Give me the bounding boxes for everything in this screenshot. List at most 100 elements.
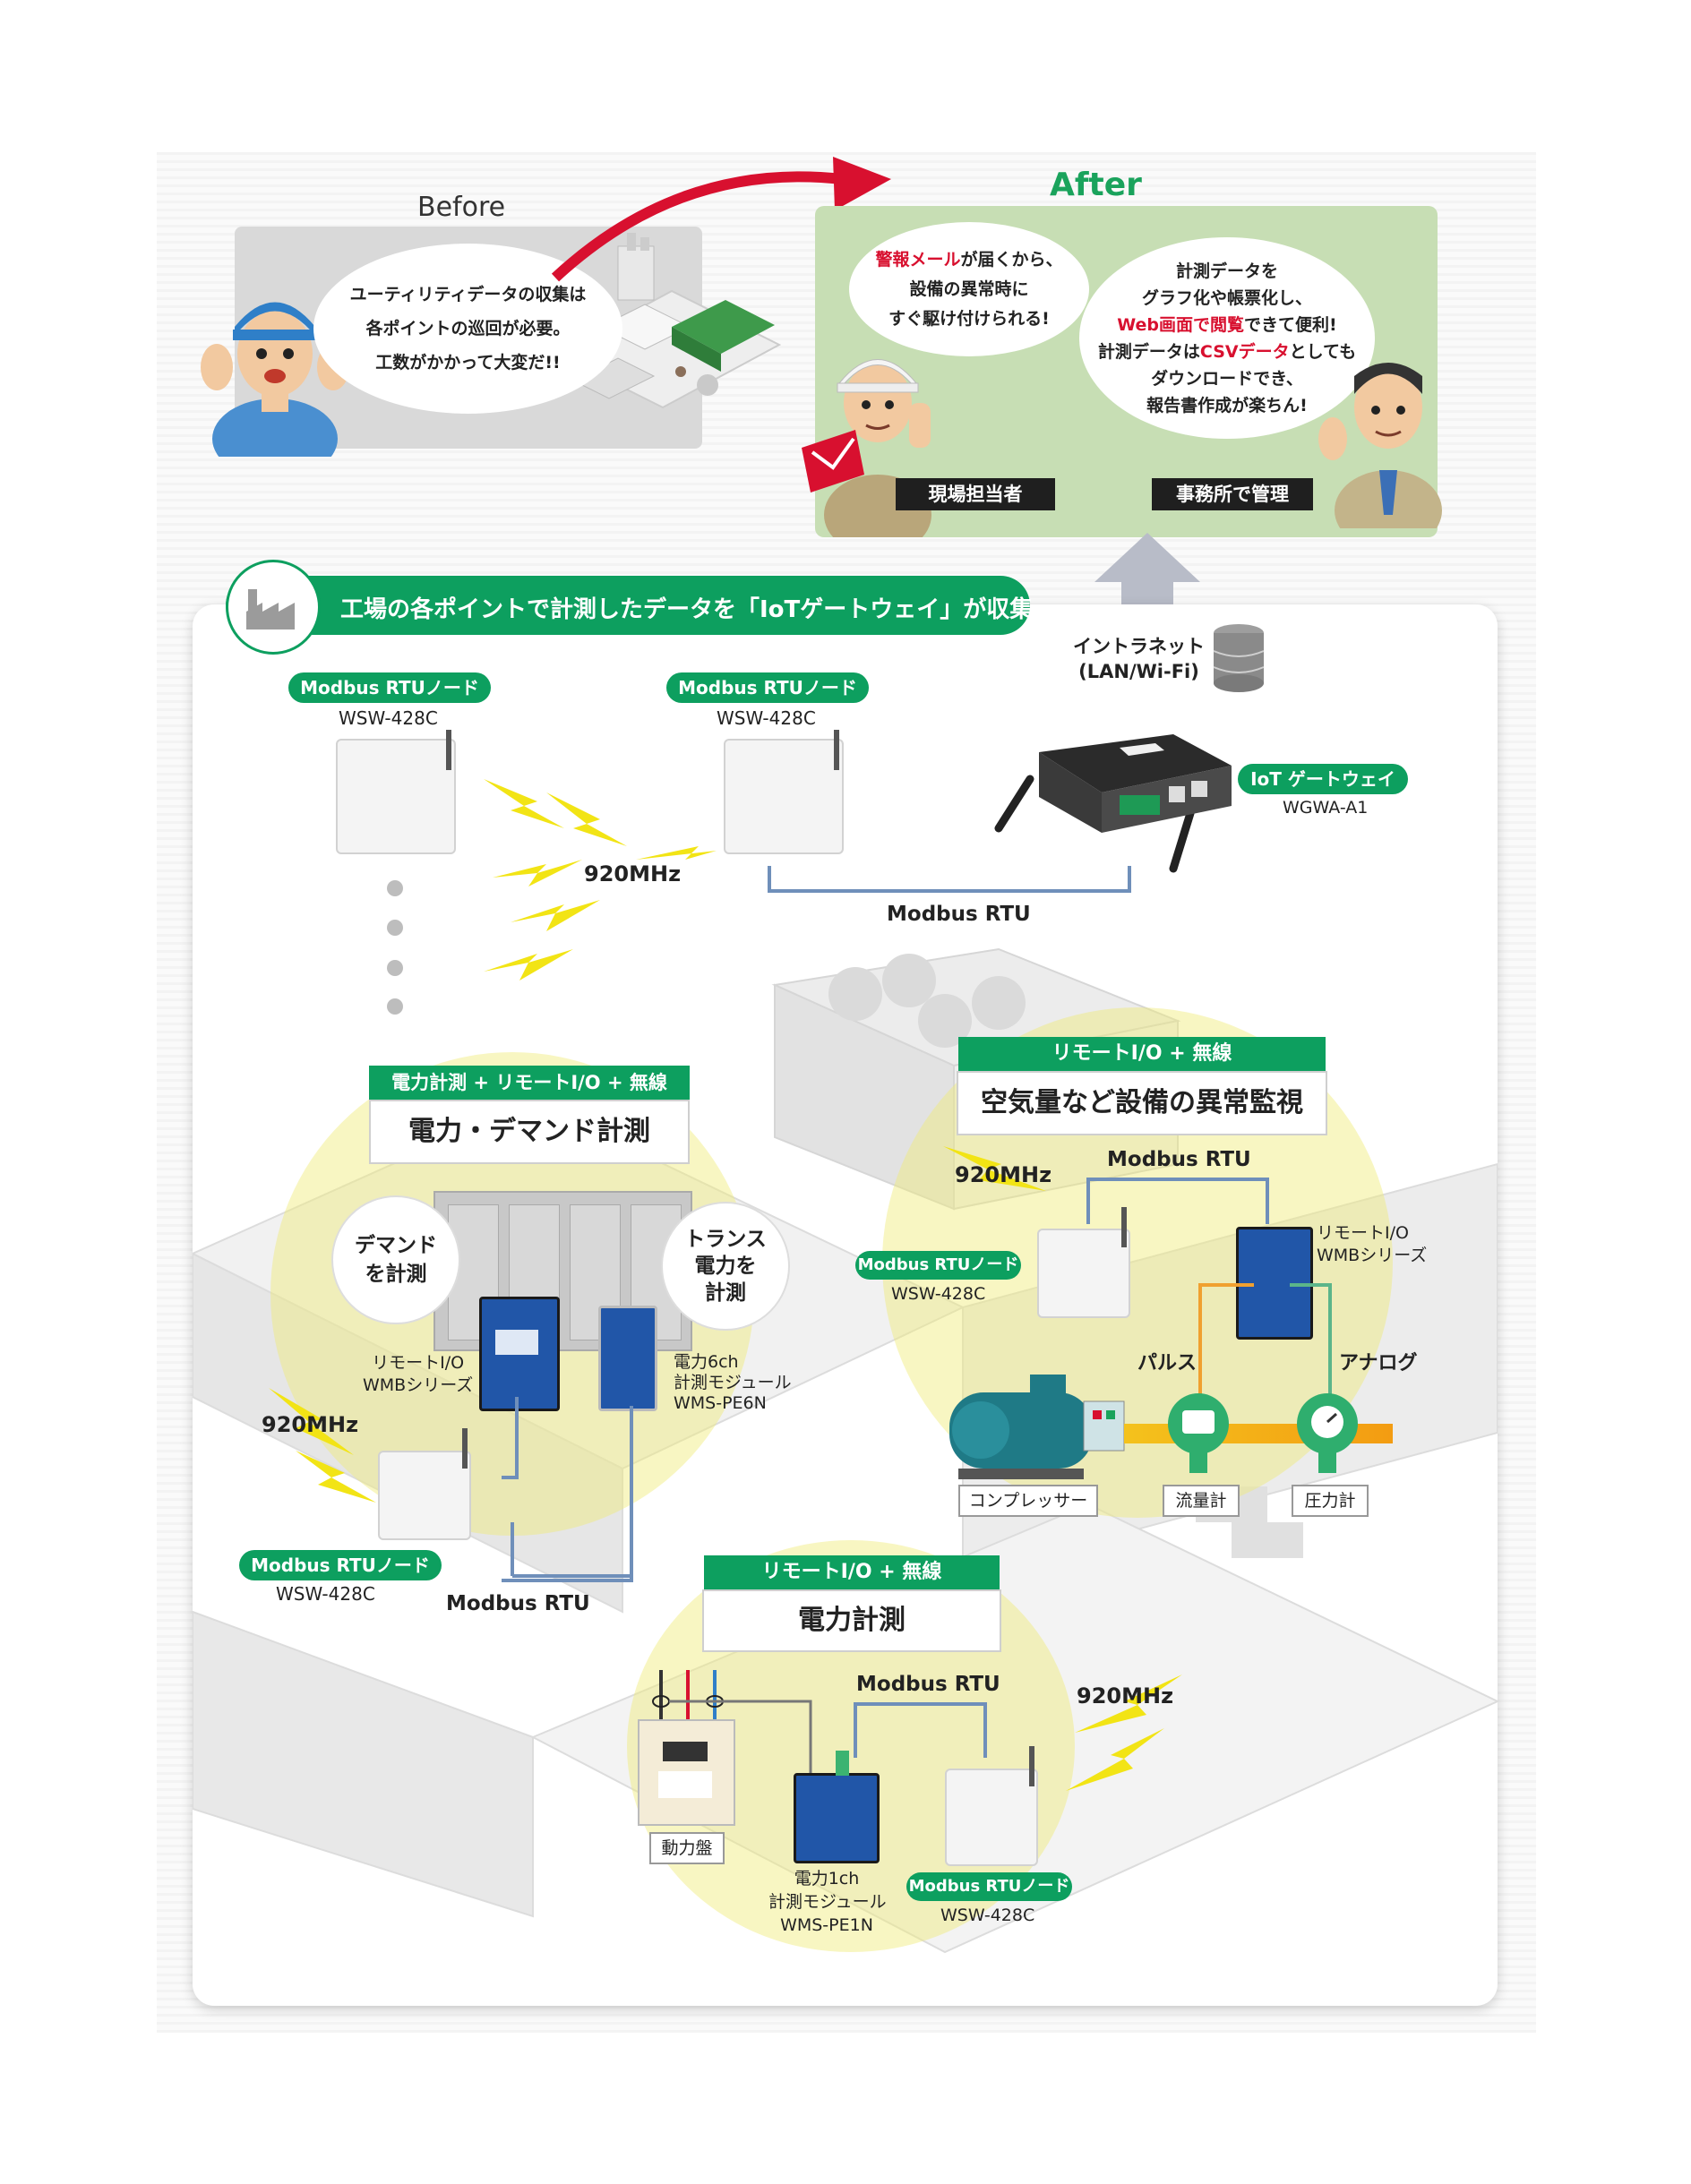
- node1-model: WSW-428C: [339, 707, 438, 729]
- analog-label: アナログ: [1339, 1352, 1418, 1375]
- modbus-line-left: [502, 1397, 633, 1582]
- before-bubble-line: ユーティリティデータの収集は: [349, 285, 587, 304]
- zone-left-node-antenna: [462, 1428, 468, 1469]
- pe1n-module[interactable]: [794, 1773, 880, 1863]
- more-nodes-dot: [387, 998, 403, 1015]
- before-bubble-line: 各ポイントの巡回が必要。: [365, 319, 571, 338]
- pe1n-line: WMS-PE1N: [780, 1915, 873, 1935]
- wireless-right-label: 920MHz: [955, 1162, 1052, 1187]
- node1-pill: Modbus RTUノード: [288, 672, 491, 703]
- flowmeter-icon: [1168, 1393, 1229, 1473]
- switchboard-door: [570, 1204, 621, 1340]
- node1-device[interactable]: [336, 739, 456, 854]
- node2-pill: Modbus RTUノード: [666, 672, 869, 703]
- before-speech-bubble: ユーティリティデータの収集は 各ポイントの巡回が必要。 工数がかかって大変だ!!: [313, 244, 622, 414]
- compressor-equipment: [949, 1375, 1125, 1479]
- pe6n-line: 計測モジュール: [674, 1373, 792, 1392]
- power-panel-meter: [663, 1742, 708, 1761]
- demand-bubble-line: デマンド: [355, 1234, 437, 1257]
- node2-antenna: [834, 730, 839, 770]
- zone-right-node-device[interactable]: [1037, 1229, 1130, 1318]
- wmb-left-label: リモートI/O WMBシリーズ: [363, 1352, 473, 1397]
- main-header-text: 工場の各ポイントで計測したデータを「IoTゲートウェイ」が収集: [340, 596, 1034, 623]
- modbus-bracket-left: [511, 1522, 633, 1578]
- intranet-line: (LAN/Wi-Fi): [1078, 661, 1199, 682]
- zone-right-node-pill: Modbus RTUノード: [855, 1251, 1021, 1280]
- wmb-right-line: リモートI/O: [1317, 1223, 1409, 1243]
- gateway-pill: IoT ゲートウェイ: [1238, 764, 1408, 794]
- modbus-line-top: [768, 866, 1131, 893]
- before-to-after-arrow: [551, 157, 891, 282]
- modbus-left-label: Modbus RTU: [446, 1592, 590, 1615]
- pulse-label: パルス: [1137, 1352, 1197, 1375]
- pe6n-line: 電力6ch: [674, 1352, 739, 1372]
- pressure-label: 圧力計: [1292, 1485, 1369, 1517]
- label-office-manage: 事務所で管理: [1152, 478, 1313, 510]
- modbus-line-bottom: [854, 1702, 987, 1758]
- power-panel-label: 動力盤: [649, 1832, 725, 1864]
- label-field-staff: 現場担当者: [896, 478, 1055, 510]
- pe1n-terminal: [836, 1751, 849, 1776]
- zone-left-node-pill: Modbus RTUノード: [239, 1550, 442, 1580]
- after-bubble-text: 設備の異常時に: [909, 278, 1029, 299]
- after-bubble-text: 報告書作成が楽ちん!: [1146, 395, 1308, 415]
- wireless-left-label: 920MHz: [262, 1412, 359, 1437]
- pe1n-line: 計測モジュール: [768, 1892, 887, 1912]
- node2-device[interactable]: [724, 739, 844, 854]
- transformer-bubble-line: 計測: [705, 1281, 746, 1305]
- web-view-highlight: Web画面で閲覧: [1117, 314, 1245, 335]
- more-nodes-dot: [387, 920, 403, 936]
- modbus-line-right: [1086, 1178, 1269, 1224]
- modbus-bottom-label: Modbus RTU: [856, 1673, 1000, 1696]
- modbus-right-label: Modbus RTU: [1107, 1148, 1251, 1171]
- after-bubble-left: 警報メールが届くから、 設備の異常時に すぐ駆け付けられる!: [849, 222, 1089, 356]
- office-manager-icon: [1318, 363, 1442, 528]
- node2-model: WSW-428C: [717, 707, 816, 729]
- after-bubble-text: 計測データは: [1097, 341, 1200, 362]
- zone-right-title: 空気量など設備の異常監視: [957, 1071, 1327, 1135]
- zone-right-node-antenna: [1121, 1207, 1127, 1247]
- transformer-bubble-line: トランス: [684, 1228, 767, 1251]
- more-nodes-dot: [387, 880, 403, 896]
- wireless-bolts-top: [484, 779, 717, 981]
- intranet-label: イントラネット (LAN/Wi-Fi): [1073, 634, 1205, 684]
- zone-bottom-bar: リモートI/O + 無線: [704, 1555, 1000, 1589]
- pe1n-label: 電力1ch 計測モジュール WMS-PE1N: [768, 1867, 887, 1937]
- zone-left-title: 電力・デマンド計測: [369, 1100, 690, 1164]
- zone-left-node-device[interactable]: [378, 1451, 471, 1540]
- csv-highlight: CSVデータ: [1199, 341, 1290, 362]
- transformer-bubble-line: 電力を: [694, 1255, 757, 1278]
- after-bubble-text: ダウンロードでき、: [1151, 368, 1303, 389]
- demand-bubble-line: を計測: [365, 1263, 427, 1286]
- pe6n-module[interactable]: [598, 1306, 657, 1411]
- signal-wires-right: [1198, 1283, 1332, 1424]
- zone-right-node-model: WSW-428C: [891, 1284, 986, 1304]
- iot-gateway-device[interactable]: [994, 725, 1236, 873]
- wireless-bolts-bottom: [1066, 1674, 1182, 1791]
- modbus-line-left-2: [502, 1433, 519, 1479]
- pe6n-line: WMS-PE6N: [674, 1393, 767, 1413]
- wireless-bottom-label: 920MHz: [1077, 1683, 1174, 1709]
- zone-left-bar: 電力計測 + リモートI/O + 無線: [369, 1066, 690, 1100]
- wmb-right-label: リモートI/O WMBシリーズ: [1317, 1222, 1427, 1267]
- zone-left-node-model: WSW-428C: [276, 1583, 375, 1605]
- after-bubble-text: グラフ化や帳票化し、: [1141, 287, 1312, 308]
- zone-bottom-title: 電力計測: [702, 1589, 1001, 1652]
- alert-mail-highlight: 警報メール: [875, 249, 961, 270]
- intranet-line: イントラネット: [1073, 636, 1205, 657]
- wmb-right-line: WMBシリーズ: [1317, 1246, 1428, 1265]
- wmb-label-plate: [495, 1330, 538, 1355]
- pressure-gauge-icon: [1297, 1393, 1358, 1473]
- gateway-model: WGWA-A1: [1283, 798, 1369, 818]
- flowmeter-label: 流量計: [1163, 1485, 1240, 1517]
- wireless-bolts-right: [943, 1146, 1046, 1191]
- after-bubble-text: すぐ駆け付けられる!: [888, 308, 1050, 329]
- factory-icon: [226, 560, 321, 655]
- after-title: After: [1050, 167, 1142, 203]
- more-nodes-dot: [387, 960, 403, 976]
- after-bubble-text: 計測データを: [1175, 261, 1278, 281]
- zone-bottom-node-antenna: [1029, 1746, 1034, 1786]
- wireless-top-label: 920MHz: [584, 861, 682, 886]
- zone-bottom-node-device[interactable]: [945, 1769, 1038, 1866]
- modbus-top-label: Modbus RTU: [887, 903, 1031, 926]
